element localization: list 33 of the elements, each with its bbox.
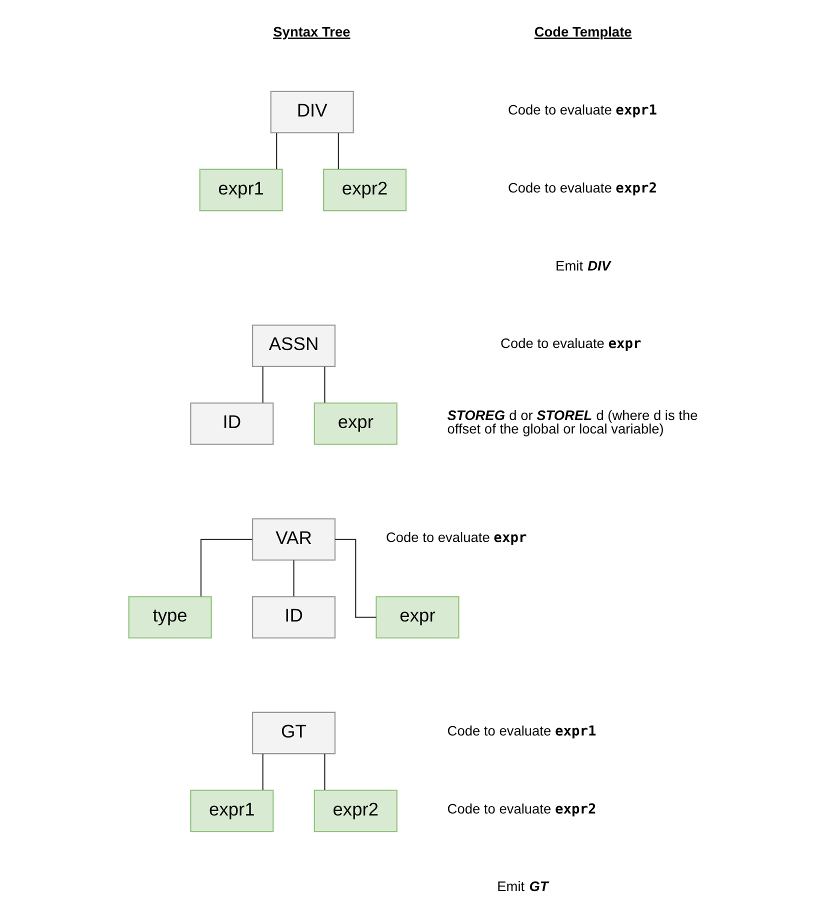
node-box: expr1 <box>190 789 274 832</box>
connector <box>262 366 263 402</box>
node-box: expr1 <box>198 168 282 211</box>
label: Code to evaluate expr1 <box>446 722 596 739</box>
label: Code Template <box>534 24 632 40</box>
node-box: expr2 <box>313 789 397 832</box>
connector <box>276 132 277 169</box>
connector <box>262 753 263 790</box>
connector <box>292 560 294 596</box>
label: STOREG d or STOREL d (where d is the offset of the global or local variable) <box>446 407 698 436</box>
node-box: GT <box>251 711 336 754</box>
connector <box>324 753 325 790</box>
label: Code to evaluate expr2 <box>508 180 657 196</box>
node-box: DIV <box>270 90 354 133</box>
node-box: ID <box>190 402 274 444</box>
label: Code to evaluate expr <box>500 336 641 352</box>
node-box: VAR <box>251 518 336 560</box>
node-box: expr <box>375 596 459 638</box>
node-box: ASSN <box>251 324 336 366</box>
connector <box>334 538 376 618</box>
node-box: expr2 <box>322 168 406 211</box>
label: Code to evaluate expr <box>385 529 526 546</box>
node-box: ID <box>251 596 336 638</box>
connector <box>200 538 252 596</box>
connector <box>324 366 325 402</box>
label: Emit GT <box>496 878 548 894</box>
label: Code to evaluate expr1 <box>508 102 657 118</box>
node-box: type <box>128 596 212 638</box>
connector <box>337 132 339 169</box>
node-box: expr <box>313 402 397 444</box>
label: Syntax Tree <box>272 24 350 40</box>
label: Code to evaluate expr2 <box>446 800 596 817</box>
label: Emit DIV <box>555 258 610 273</box>
